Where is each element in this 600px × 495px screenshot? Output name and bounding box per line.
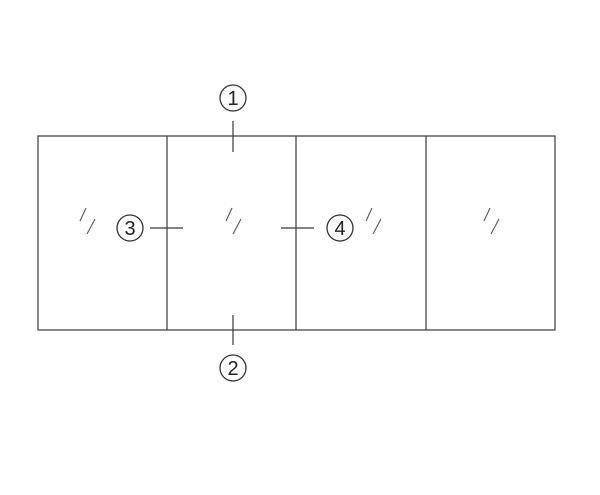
glass-mark-panel-4 xyxy=(483,207,500,235)
callout-3-label: 3 xyxy=(124,218,135,240)
callout-4-label: 4 xyxy=(334,218,345,240)
callout-1-label: 1 xyxy=(227,88,238,110)
callout-3: 3 xyxy=(116,214,144,242)
glass-mark-panel-1 xyxy=(79,207,96,235)
callout-4: 4 xyxy=(326,214,354,242)
callout-2-label: 2 xyxy=(227,358,238,380)
glass-mark-panel-3 xyxy=(365,207,382,235)
glass-mark-panel-2 xyxy=(225,207,242,235)
callout-1: 1 xyxy=(219,84,247,112)
callout-2: 2 xyxy=(219,354,247,382)
